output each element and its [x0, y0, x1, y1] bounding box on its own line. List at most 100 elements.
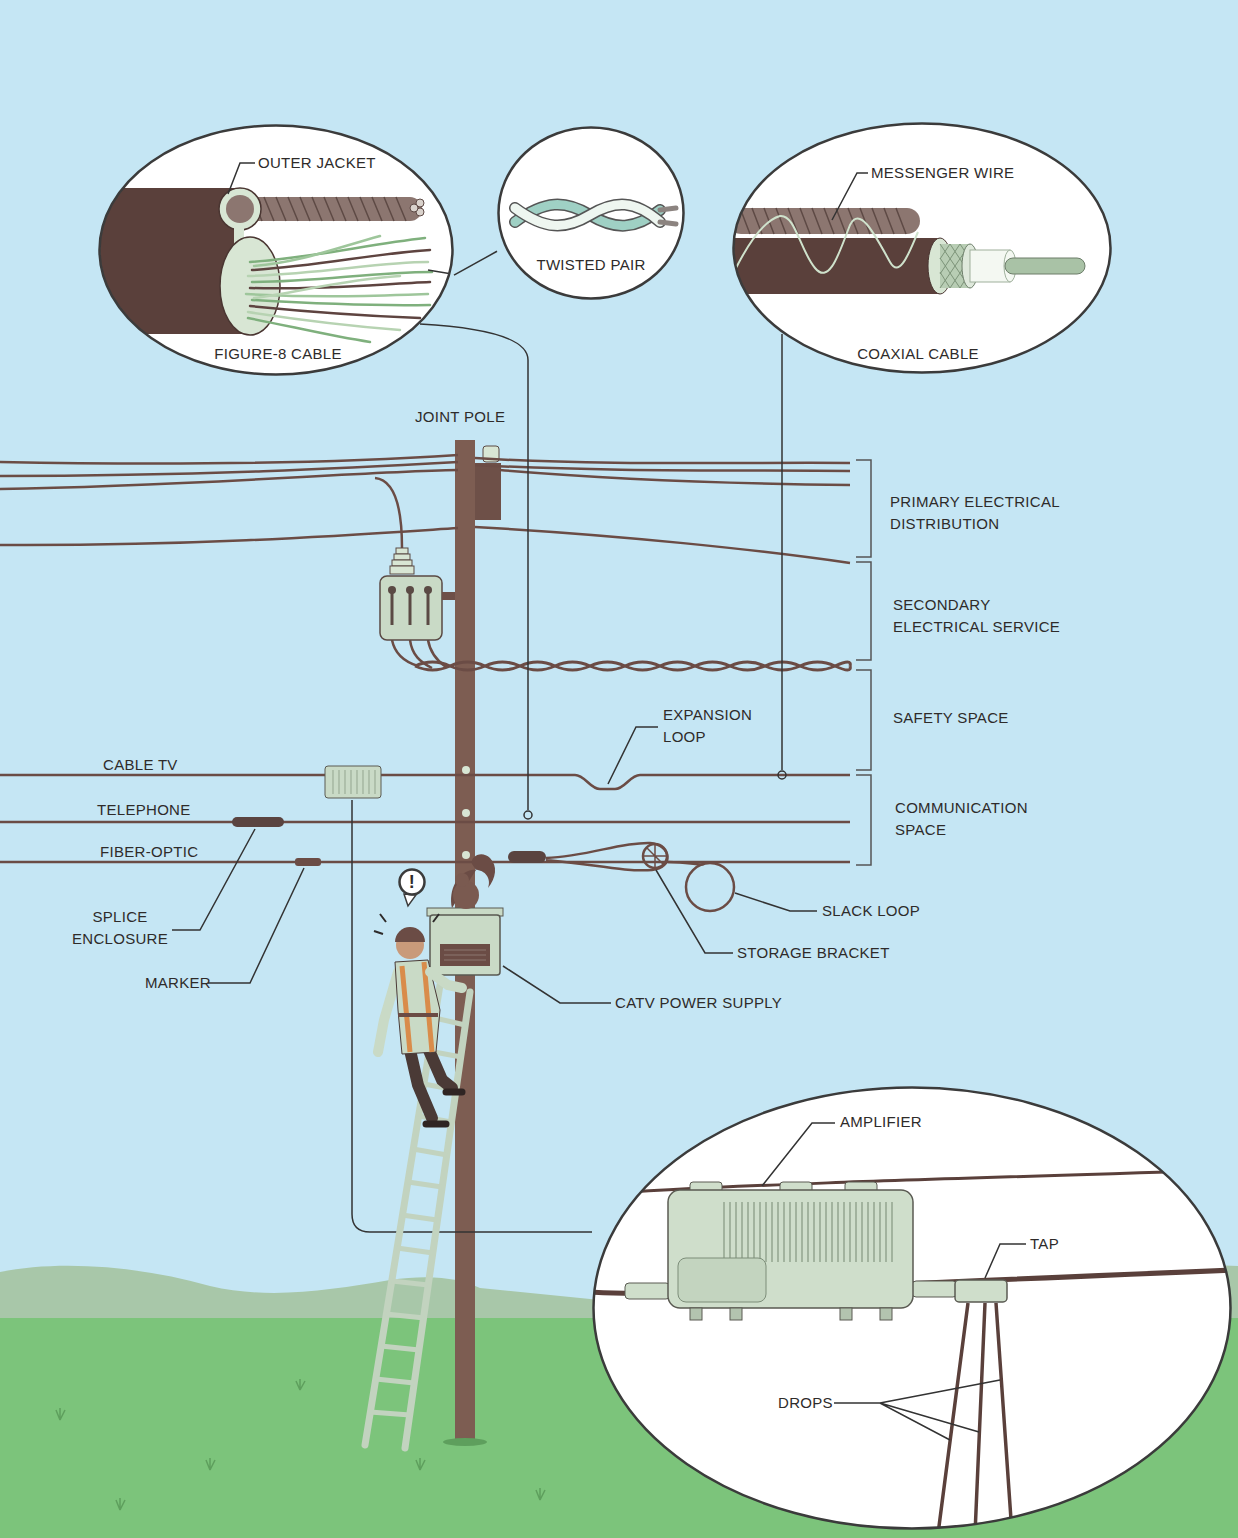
amplifier-drawing: [690, 1308, 702, 1320]
utility-pole: [443, 1438, 487, 1446]
pole-attachments: [462, 851, 470, 859]
power-wires: [415, 662, 850, 670]
zoom-bubble: OUTER JACKETFIGURE-8 CABLE: [98, 124, 454, 376]
transformer: [396, 548, 408, 554]
figure-8-inner-leader: [228, 163, 255, 194]
squirrel: [455, 873, 469, 887]
power-wires: [475, 458, 850, 463]
zoom-bubble-fill: [100, 124, 1230, 1528]
catv-power-supply: [427, 908, 503, 975]
coaxial-cable-drawing: [728, 173, 1085, 294]
part-label: STORAGE BRACKET: [737, 942, 890, 964]
coaxial-cable-drawing: [728, 208, 920, 234]
speech-bubble-outline: [400, 870, 425, 895]
cable-devices: [325, 766, 381, 798]
worker: [398, 1013, 438, 1017]
amplifier-drawing: [985, 1244, 1026, 1278]
part-label: SPLICE ENCLOSURE: [65, 906, 175, 950]
callout-label: OUTER JACKET: [258, 152, 376, 174]
part-label: CABLE TV: [103, 754, 178, 776]
leader-lines: [524, 811, 532, 819]
leader-lines: [656, 870, 733, 953]
zoom-bubble: MESSENGER WIRECOAXIAL CABLE: [732, 122, 1112, 374]
space-brackets: [856, 775, 871, 865]
part-label: SLACK LOOP: [822, 900, 920, 922]
callout-label: TWISTED PAIR: [536, 254, 645, 276]
utility-pole: [475, 463, 501, 520]
zoom-bubble-outline: [100, 126, 453, 375]
figure-8-cable-drawing: [252, 300, 430, 305]
leader-lines: [208, 868, 304, 983]
twisted-pair-drawing: [515, 205, 660, 226]
cable-devices: [333, 770, 375, 794]
figure-8-cable-drawing: [254, 236, 380, 266]
worker: [426, 1121, 446, 1128]
pole-attachments: [462, 809, 470, 817]
part-label: SAFETY SPACE: [893, 707, 1009, 729]
leader-lines: [503, 966, 611, 1003]
power-wires: [415, 662, 850, 670]
part-label: FIBER-OPTIC: [100, 841, 198, 863]
catv-power-supply: [444, 950, 486, 960]
worker: [428, 1048, 452, 1088]
cable-devices: [643, 844, 667, 868]
zoom-bubble-outline: [497, 126, 685, 300]
zoom-bubble-outline: [592, 1086, 1232, 1530]
part-label: JOINT POLE: [415, 406, 505, 428]
cable-devices: [232, 766, 734, 911]
worker: [446, 1089, 462, 1096]
ladder: [370, 1018, 465, 1415]
figure-8-cable-drawing: [220, 237, 280, 335]
coaxial-cable-drawing: [735, 216, 918, 273]
power-wires: [0, 528, 458, 545]
leader-lines: [608, 727, 658, 784]
power-wires: [475, 465, 850, 471]
transformer: [392, 590, 428, 625]
power-wires: [0, 462, 458, 476]
part-label: PRIMARY ELECTRICAL DISTRIBUTION: [890, 491, 1080, 535]
figure-8-cable-drawing: [254, 276, 400, 298]
cable-devices: [643, 844, 667, 868]
part-label: COMMUNICATION SPACE: [895, 797, 1055, 841]
amplifier-drawing: [590, 1123, 1234, 1534]
figure-8-cable-drawing: [252, 197, 406, 221]
catv-power-supply: [430, 915, 500, 975]
power-wires: [0, 455, 458, 464]
callout-label: AMPLIFIER: [840, 1111, 922, 1133]
power-wires: [0, 455, 850, 670]
zoom-bubble-outline: [734, 124, 1111, 373]
transformer: [388, 586, 396, 594]
part-label: TELEPHONE: [97, 799, 191, 821]
communication-wires: [0, 821, 850, 824]
squirrel: [451, 854, 495, 909]
speech-bubble: !: [398, 868, 426, 896]
figure-8-cable-drawing: [240, 197, 422, 221]
amplifier-drawing: [730, 1308, 742, 1320]
figure-8-cable-drawing: [252, 250, 430, 270]
figure-8-inner-leader: [228, 163, 255, 194]
zoom-bubble-outline: [732, 122, 1112, 374]
part-label: CATV POWER SUPPLY: [615, 992, 782, 1014]
zoom-bubble: AMPLIFIERTAPDROPS: [592, 1086, 1232, 1530]
transformer: [380, 548, 455, 640]
cable-devices: [295, 858, 321, 866]
zoom-bubble-fill: [594, 1088, 1230, 1528]
leader-lines: [352, 800, 592, 1232]
amplifier-drawing: [880, 1308, 892, 1320]
cable-devices: [668, 862, 704, 865]
zoom-bubble-fill: [499, 128, 683, 298]
amplifier-drawing: [912, 1281, 957, 1297]
figure-8-cable-drawing: [226, 195, 254, 223]
transformer: [392, 560, 412, 566]
worker: [395, 927, 425, 942]
figure-8-cable-drawing: [250, 238, 425, 262]
transformer: [424, 586, 432, 594]
twisted-pair-drawing: [515, 205, 676, 226]
coaxial-cable-drawing: [1005, 258, 1085, 274]
power-wires: [475, 527, 850, 563]
pole-attachments: [462, 766, 470, 774]
amplifier-drawing: [762, 1123, 835, 1186]
space-brackets: [856, 562, 871, 660]
